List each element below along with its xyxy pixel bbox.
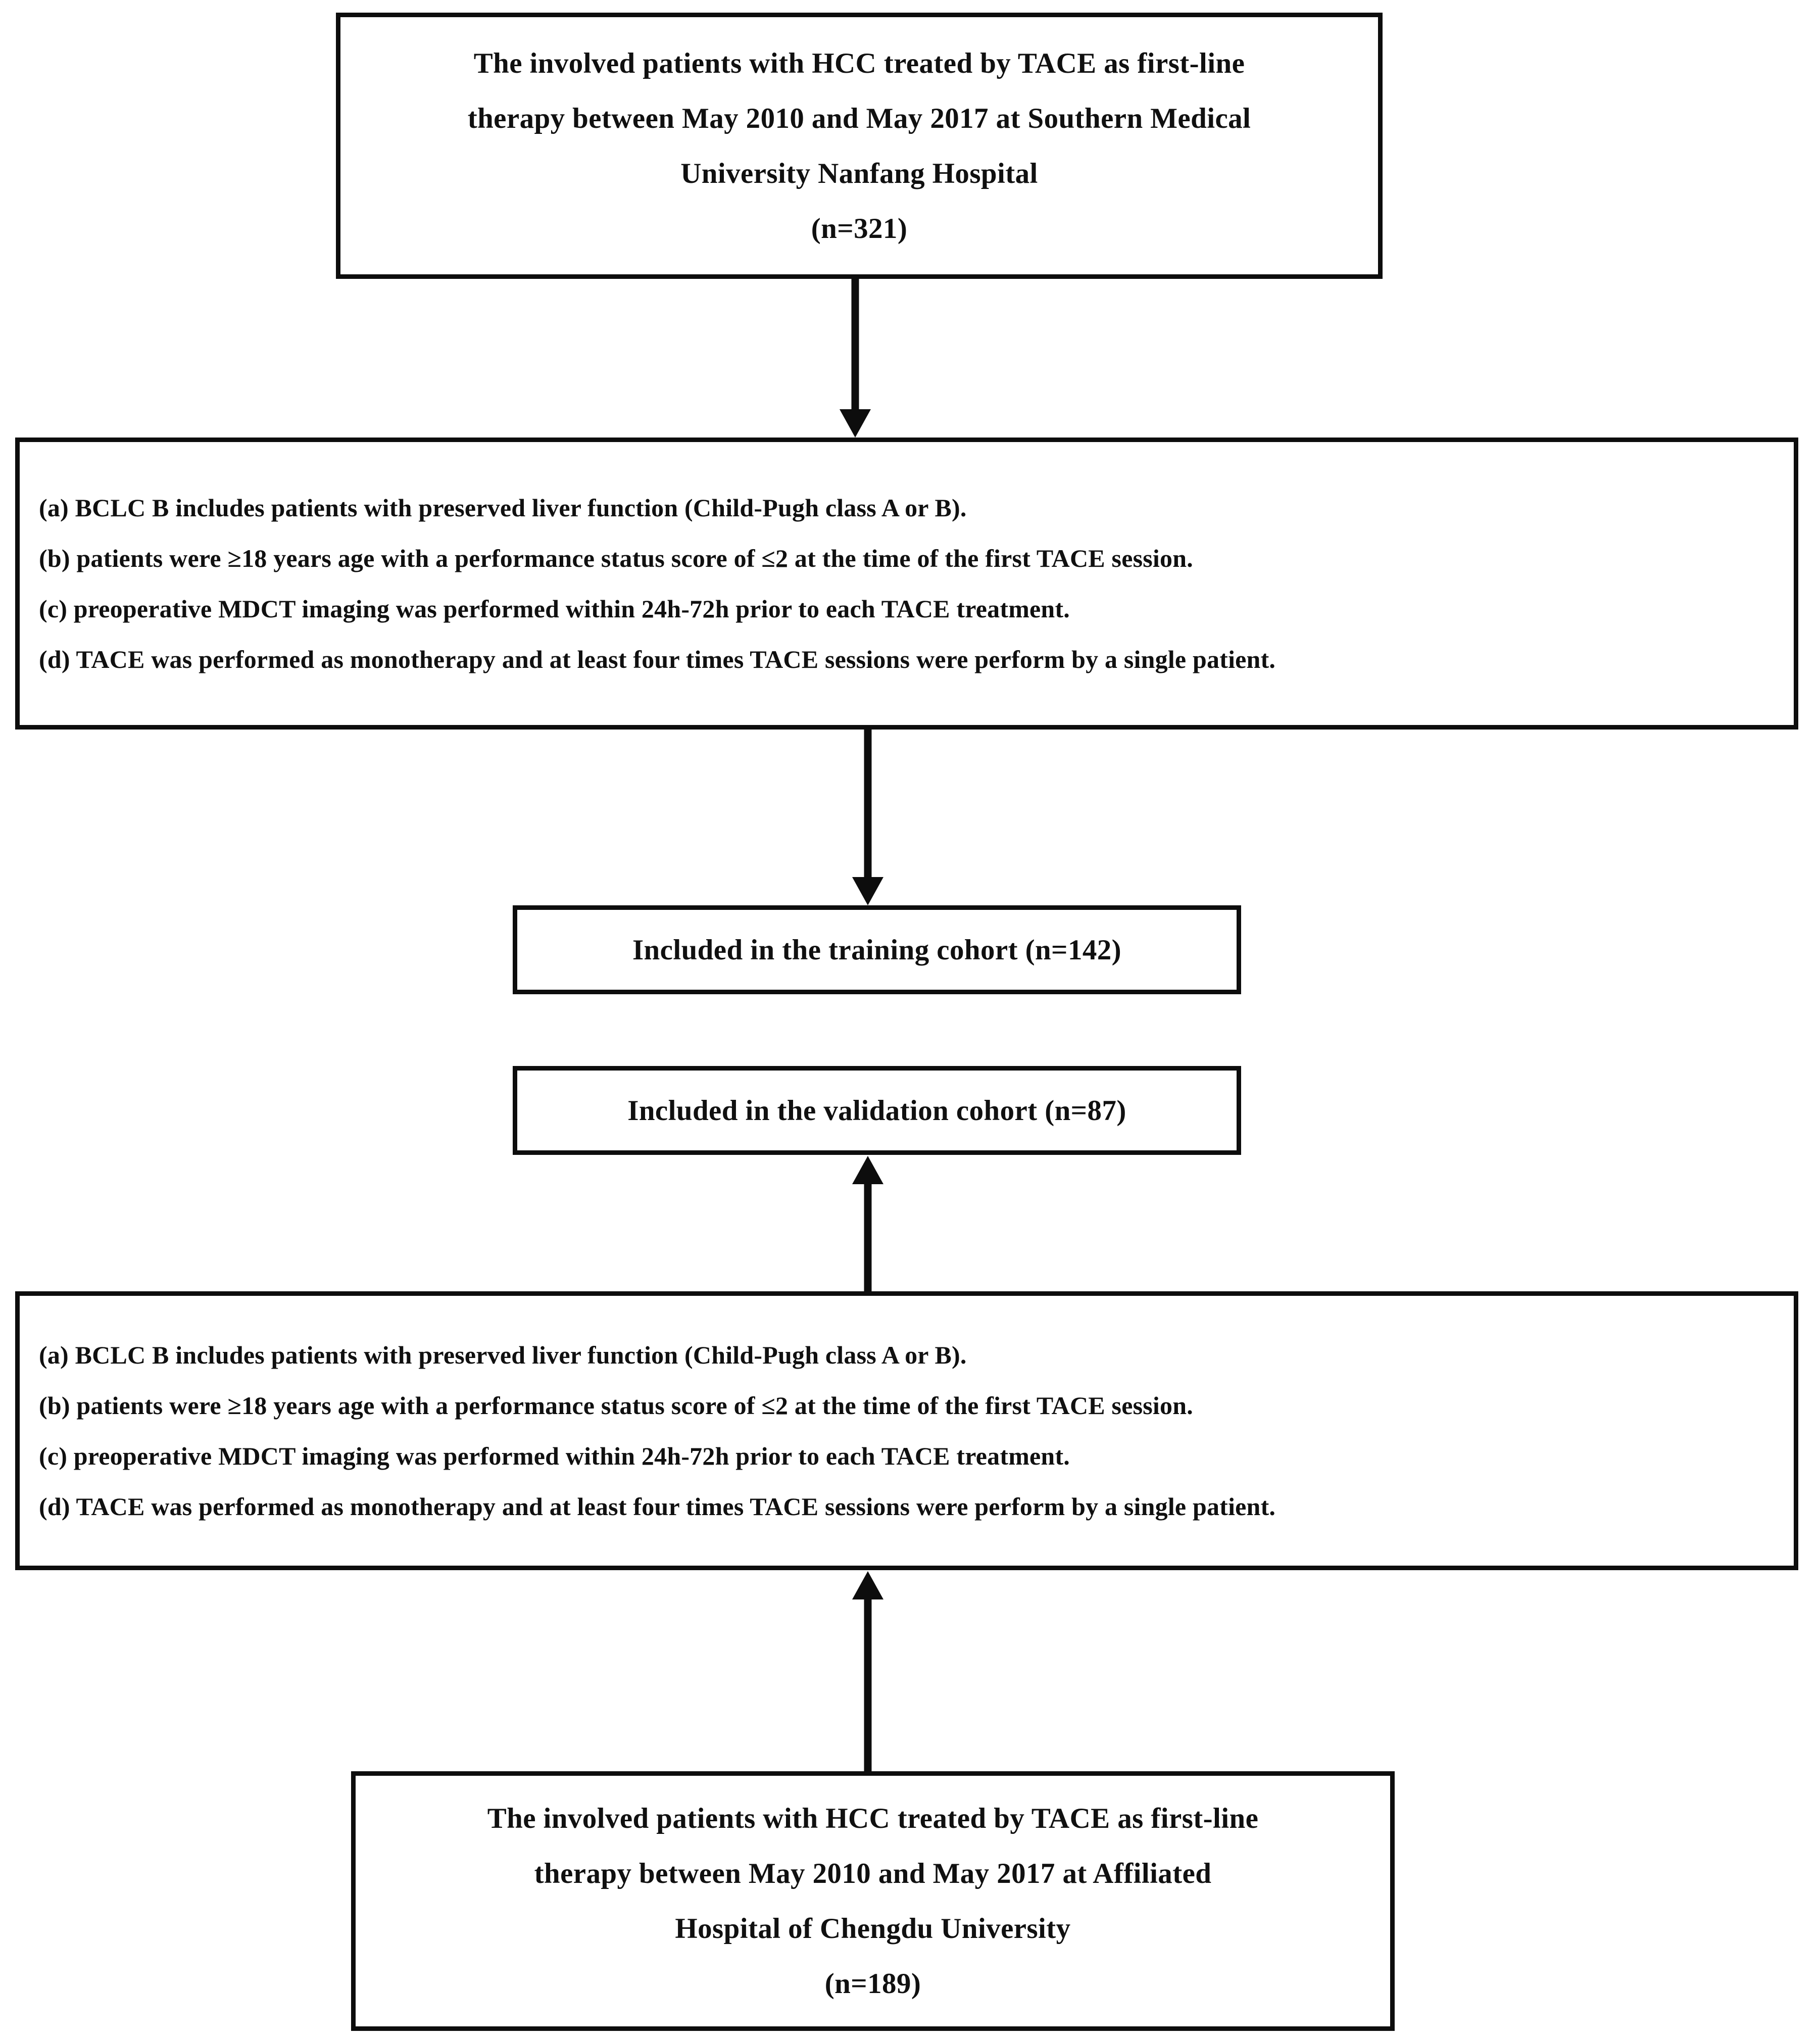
source-top-line-1: The involved patients with HCC treated b… [473,47,1245,79]
source-bottom-line-1: The involved patients with HCC treated b… [487,1803,1259,1834]
inclusion-criteria-top-box: (a) BCLC B includes patients with preser… [15,438,1799,731]
source-cohort-chengdu-box: The involved patients with HCC treated b… [351,1771,1396,2032]
criteria-bottom-item-a: (a) BCLC B includes patients with preser… [39,1341,967,1369]
validation-cohort-box: Included in the validation cohort (n=87) [513,1066,1242,1156]
training-cohort-label: Included in the training cohort (n=142) [632,934,1122,966]
criteria-bottom-item-b: (b) patients were ≥18 years age with a p… [39,1391,1193,1420]
source-top-line-3: University Nanfang Hospital [680,157,1038,189]
arrow-criteria-bottom-to-validation-icon [845,1155,891,1292]
arrow-source-bottom-to-criteria-bottom-icon [845,1570,891,1772]
inclusion-criteria-bottom-box: (a) BCLC B includes patients with preser… [15,1291,1799,1571]
source-bottom-line-3: Hospital of Chengdu University [675,1913,1071,1945]
criteria-top-item-a: (a) BCLC B includes patients with preser… [39,494,967,522]
source-top-count: (n=321) [811,212,908,245]
criteria-top-item-d: (d) TACE was performed as monotherapy an… [39,645,1276,673]
criteria-bottom-item-d: (d) TACE was performed as monotherapy an… [39,1492,1276,1521]
arrow-criteria-top-to-training-icon [845,730,891,906]
source-top-line-2: therapy between May 2010 and May 2017 at… [467,102,1251,134]
criteria-top-item-b: (b) patients were ≥18 years age with a p… [39,544,1193,572]
criteria-top-item-c: (c) preoperative MDCT imaging was perfor… [39,595,1070,623]
source-bottom-line-2: therapy between May 2010 and May 2017 at… [534,1858,1212,1889]
source-cohort-nanfang-box: The involved patients with HCC treated b… [336,13,1384,280]
validation-cohort-label: Included in the validation cohort (n=87) [627,1094,1126,1127]
training-cohort-box: Included in the training cohort (n=142) [513,905,1242,995]
arrow-source-top-to-criteria-top-icon [832,279,878,439]
criteria-bottom-item-c: (c) preoperative MDCT imaging was perfor… [39,1442,1070,1470]
source-bottom-count: (n=189) [824,1968,921,2000]
